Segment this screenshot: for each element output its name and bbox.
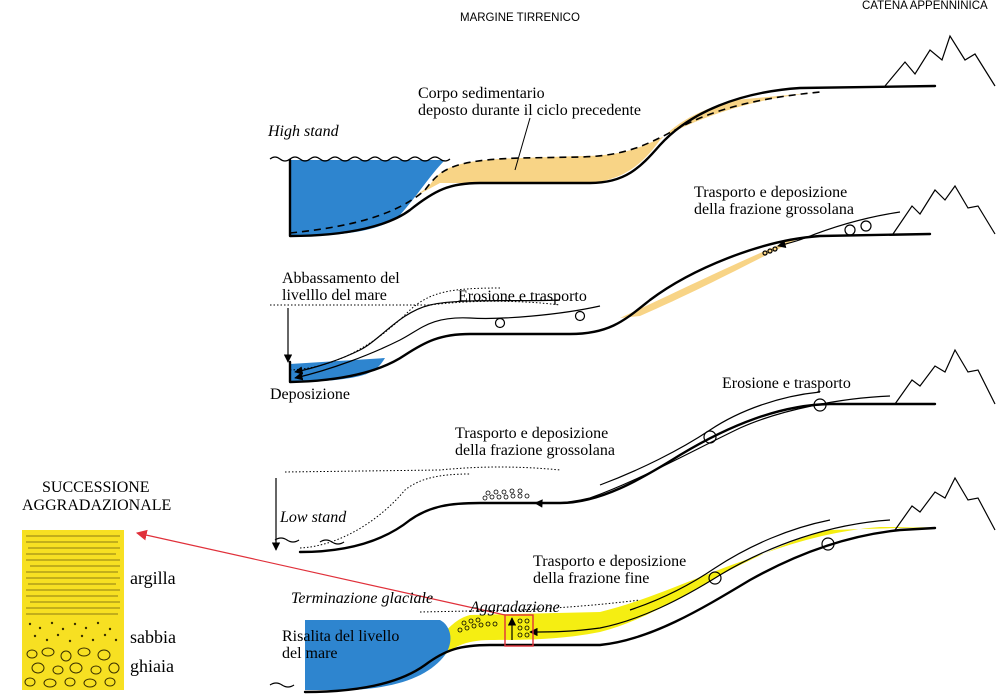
transport-arrow-2 bbox=[294, 299, 561, 375]
clast bbox=[703, 430, 717, 444]
old-profile-dotted bbox=[289, 287, 501, 371]
previous-sediment-body bbox=[290, 92, 820, 233]
sand-grains bbox=[28, 621, 118, 643]
clast bbox=[494, 317, 506, 329]
header-chain-title: CATENA APPENNINICA bbox=[862, 0, 988, 12]
layer-label-clay: argilla bbox=[130, 568, 176, 588]
sea-rise-label-2: del mare bbox=[282, 645, 338, 662]
glacial-termination-label: Terminazione glaciale bbox=[291, 590, 433, 607]
clast bbox=[708, 571, 722, 585]
old-sea-level-dotted-4 bbox=[419, 599, 641, 613]
clast bbox=[767, 248, 773, 254]
transport-arrow-4a bbox=[529, 519, 891, 637]
clay-laminae bbox=[26, 535, 120, 615]
sediment-body-label-1: Corpo sedimentario bbox=[418, 85, 545, 102]
sea-rise-label-1: Risalita del livello bbox=[282, 628, 399, 645]
aggradation-label: Aggradazione bbox=[469, 599, 560, 616]
sea-surface-wave-1 bbox=[269, 156, 451, 162]
succession-title-2: AGGRADAZIONALE bbox=[22, 497, 171, 514]
aggradational-succession-column: SUCCESSIONE AGGRADAZIONALE argilla sabbi… bbox=[22, 479, 176, 690]
sea-high-stand bbox=[290, 160, 445, 236]
panel-aggradation: Trasporto e deposizione della frazione f… bbox=[135, 476, 996, 694]
label-leader-line bbox=[514, 117, 531, 171]
transport-arrow-1 bbox=[294, 305, 601, 381]
coarse-transport-label-1: Trasporto e deposizione bbox=[694, 184, 847, 201]
coarse-deposit bbox=[482, 488, 530, 501]
clast bbox=[821, 537, 835, 551]
sea-lowered bbox=[290, 358, 385, 382]
fine-sediment-fill bbox=[305, 527, 930, 692]
mountains-2 bbox=[892, 184, 996, 235]
clast bbox=[762, 250, 768, 256]
high-stand-label: High stand bbox=[267, 123, 340, 140]
panel-sea-level-fall: Abbassamento del livelllo del mare Trasp… bbox=[270, 184, 996, 403]
rising-sea-surface bbox=[269, 682, 295, 688]
bedrock-profile-3 bbox=[298, 402, 937, 554]
clast bbox=[860, 220, 872, 232]
mountains-1 bbox=[884, 34, 996, 87]
gravel-clasts bbox=[24, 647, 120, 688]
fine-transport-label-1: Trasporto e deposizione bbox=[533, 553, 686, 570]
erosion-label-2: Erosione e trasporto bbox=[458, 288, 587, 305]
remnant-sediment-wedge bbox=[620, 238, 800, 318]
layer-label-gravel: ghiaia bbox=[130, 656, 174, 676]
coarse-transport-label-2: della frazione grossolana bbox=[694, 201, 854, 218]
sea-level-label-2: livelllo del mare bbox=[282, 287, 387, 304]
low-stand-sea-surface-2 bbox=[319, 539, 345, 545]
old-sea-level-dotted-3 bbox=[284, 466, 561, 473]
sediment-body-label-2: deposto durante il ciclo precedente bbox=[418, 102, 641, 119]
low-stand-sea-surface bbox=[274, 537, 300, 543]
panel-high-stand: High stand Corpo sedimentario deposto du… bbox=[267, 34, 996, 238]
previous-profile-dashed bbox=[289, 91, 821, 234]
coarse-transport-label-3b: della frazione grossolana bbox=[455, 442, 615, 459]
bedrock-profile-2 bbox=[288, 232, 932, 384]
transport-arrow-3b bbox=[599, 391, 821, 486]
erosion-label-3: Erosione e trasporto bbox=[722, 375, 851, 392]
sea-level-label-1: Abbassamento del bbox=[282, 270, 400, 287]
transport-arrow-4b bbox=[629, 519, 831, 611]
layer-label-sand: sabbia bbox=[130, 627, 176, 647]
mountains-3 bbox=[894, 348, 996, 405]
bedrock-profile-4 bbox=[303, 526, 937, 694]
header-margin-title: MARGINE TIRRENICO bbox=[460, 12, 580, 24]
deposition-label: Deposizione bbox=[270, 386, 350, 403]
upper-transport-arrow bbox=[777, 211, 901, 248]
aggradation-highlight-box bbox=[504, 614, 534, 647]
panel-low-stand: Erosione e trasporto Trasporto e deposiz… bbox=[271, 348, 996, 554]
succession-title-1: SUCCESSIONE bbox=[42, 479, 150, 496]
clast bbox=[844, 224, 856, 236]
clast bbox=[813, 398, 827, 412]
fine-transport-label-2: della frazione fine bbox=[533, 570, 649, 587]
bedrock-profile-1 bbox=[288, 84, 937, 238]
clast bbox=[574, 310, 586, 322]
low-stand-label: Low stand bbox=[279, 509, 347, 526]
coarse-deposit-4 bbox=[457, 617, 530, 638]
link-arrow-to-column bbox=[135, 529, 506, 616]
clast bbox=[772, 246, 778, 252]
transport-arrow-3a bbox=[534, 395, 891, 508]
coarse-transport-label-3a: Trasporto e deposizione bbox=[455, 425, 608, 442]
mountains-4 bbox=[894, 476, 996, 531]
